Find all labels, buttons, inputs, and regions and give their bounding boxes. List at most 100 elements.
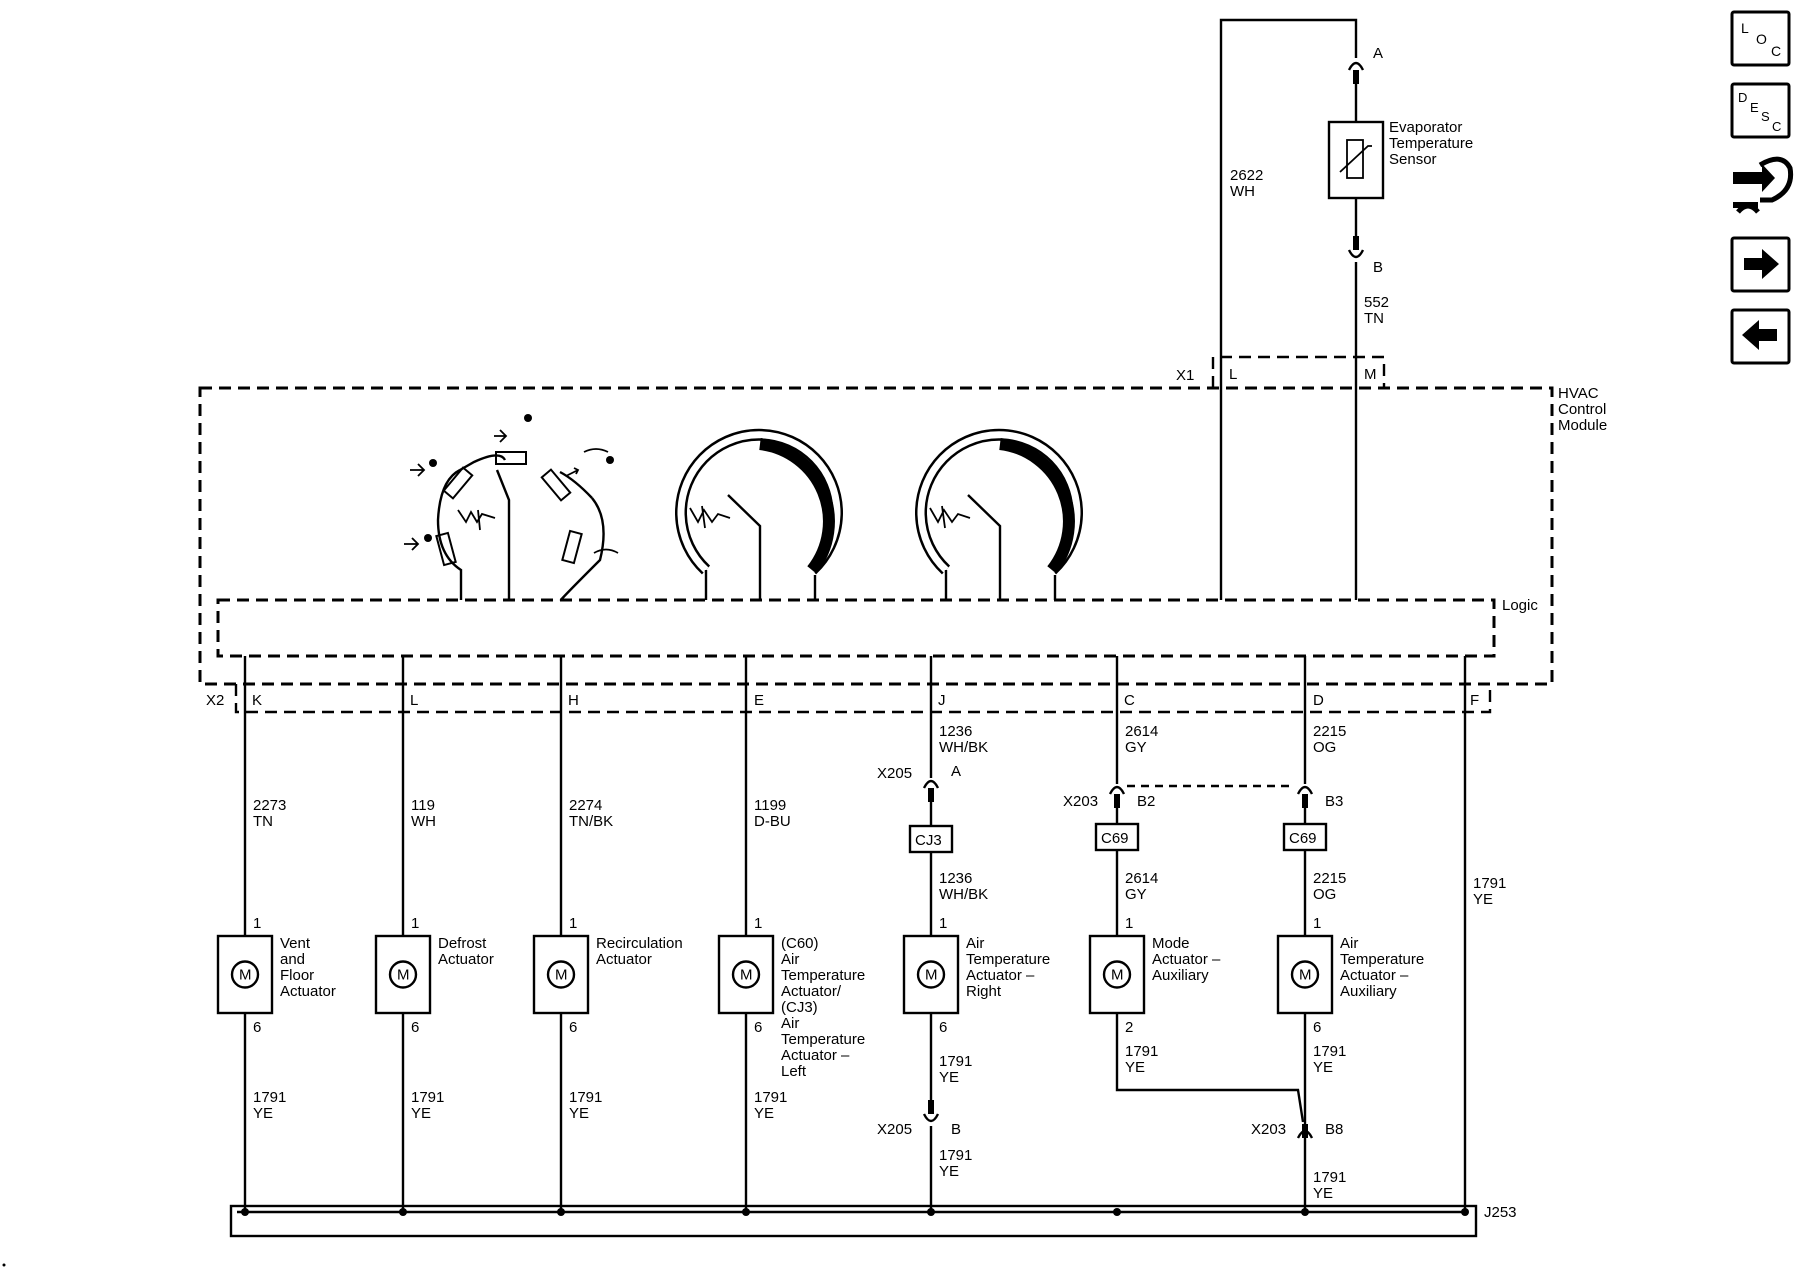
loc-letter-c: C <box>1771 43 1781 59</box>
wire-num-top-4: 1236 <box>939 723 972 740</box>
connector-top-symbol-5 <box>1108 785 1126 795</box>
evaporator-sensor-circuit: A B Evaporator Temperature Sensor 2622 W… <box>1219 18 1473 600</box>
actuator-name-3-line-2: Air <box>781 951 799 968</box>
wire-num-low-6: 1791 <box>1313 1169 1346 1186</box>
temperature-dial-left <box>675 428 843 600</box>
sensor-pin-b: B <box>1373 259 1383 276</box>
wire-num-bot-5: 1791 <box>1125 1043 1158 1060</box>
actuator-name-6-line-2: Temperature <box>1340 951 1424 968</box>
arrow-left-icon <box>1742 320 1777 350</box>
x1-connector-outline <box>1211 355 1386 388</box>
connector-pin-4 <box>928 788 934 802</box>
pin-bot-5: 2 <box>1125 1019 1133 1036</box>
wire-num-mid-4: 1236 <box>939 870 972 887</box>
wire-color-top-5: GY <box>1125 739 1147 756</box>
actuator-name-4-line-2: Temperature <box>966 951 1050 968</box>
actuator-name-5-line-2: Actuator – <box>1152 951 1221 968</box>
actuator-name-0-line-3: Floor <box>280 967 314 984</box>
pin-bot-2: 6 <box>569 1019 577 1036</box>
desc-letter-c: C <box>1772 119 1781 134</box>
vent-airflow-icon <box>494 429 508 443</box>
pin-top-6: 1 <box>1313 915 1321 932</box>
prev-page-button[interactable] <box>1730 308 1791 365</box>
hvac-control-module: X1 L M HVAC Control Module Logic X2 <box>198 355 1607 714</box>
motor-symbol-1: M <box>397 967 410 984</box>
motor-icon <box>546 960 576 989</box>
wire-num-bot-2: 1791 <box>569 1089 602 1106</box>
x2-pin-f: F <box>1470 692 1479 709</box>
motor-symbol-5: M <box>1111 967 1124 984</box>
connector-bot-pin-4 <box>928 1100 934 1114</box>
connector-top-symbol-4 <box>922 779 940 789</box>
pin-top-0: 1 <box>253 915 261 932</box>
wire-color-top-2: TN/BK <box>569 813 613 830</box>
wire-color-bot-2: YE <box>569 1105 589 1122</box>
temperature-dial-right <box>915 428 1083 600</box>
actuator-name-4-line-3: Actuator – <box>966 967 1035 984</box>
wire-color-top-1: WH <box>411 813 436 830</box>
x1-pin-l: L <box>1229 366 1237 383</box>
logic-label: Logic <box>1502 597 1538 614</box>
loc-button[interactable]: L O C <box>1730 10 1791 67</box>
wire-num-top-6: 2215 <box>1313 723 1346 740</box>
wire-color-mid-4: WH/BK <box>939 886 988 903</box>
x1-pin-m: M <box>1364 366 1377 383</box>
sensor-box <box>1327 120 1385 200</box>
connector-pin-6 <box>1302 794 1308 808</box>
actuator-name-0-line-2: and <box>280 951 305 968</box>
actuator-name-1-line-2: Actuator <box>438 951 494 968</box>
connector-bot-symbol-6 <box>1296 1129 1314 1139</box>
conn-label-bot-4: X205 <box>877 1121 912 1138</box>
wire-color-bot-0: YE <box>253 1105 273 1122</box>
wire-bot-5 <box>1115 1013 1305 1123</box>
actuator-name-5-line-3: Auxiliary <box>1152 967 1209 984</box>
wire-2622-num: 2622 <box>1230 167 1263 184</box>
actuator-name-2-line-2: Actuator <box>596 951 652 968</box>
wire-color-bot-5: YE <box>1125 1059 1145 1076</box>
actuator-name-0-line-4: Actuator <box>280 983 336 1000</box>
x2-pin-e: E <box>754 692 764 709</box>
sensor-pin-a: A <box>1373 45 1383 62</box>
actuator-name-3-line-6: Air <box>781 1015 799 1032</box>
wire-num-top-1: 119 <box>411 797 435 814</box>
module-name-line-3: Module <box>1558 417 1607 434</box>
wire-color-top-0: TN <box>253 813 273 830</box>
wire-color-top-3: D-BU <box>754 813 791 830</box>
x2-pin-j: J <box>938 692 946 709</box>
connector-view-button[interactable] <box>1733 156 1794 214</box>
option-label-6: C69 <box>1289 830 1317 847</box>
wire-num-mid-5: 2614 <box>1125 870 1158 887</box>
x1-label: X1 <box>1176 367 1194 384</box>
loc-letter-l: L <box>1741 20 1749 36</box>
actuator-name-0-line-1: Vent <box>280 935 311 952</box>
conn-pin-top-4: A <box>951 763 961 780</box>
actuator-name-3-line-9: Left <box>781 1063 807 1080</box>
module-name-line-2: Control <box>1558 401 1606 418</box>
next-page-button[interactable] <box>1730 236 1791 293</box>
actuator-name-3-line-5: (CJ3) <box>781 999 818 1016</box>
wire-color-bot-1: YE <box>411 1105 431 1122</box>
wire-color-low-6: YE <box>1313 1185 1333 1202</box>
connector-a-symbol <box>1347 61 1365 71</box>
connector-pin-5 <box>1114 794 1120 808</box>
actuator-name-3-line-7: Temperature <box>781 1031 865 1048</box>
wire-2622-color: WH <box>1230 183 1255 200</box>
desc-letter-s: S <box>1761 109 1770 124</box>
wire-color-mid-6: OG <box>1313 886 1336 903</box>
x2-pin-d: D <box>1313 692 1324 709</box>
wire-num-top-5: 2614 <box>1125 723 1158 740</box>
conn-pin-top-5: B2 <box>1137 793 1155 810</box>
conn-pin-bot-4: B <box>951 1121 961 1138</box>
desc-button[interactable]: D E S C <box>1730 82 1791 139</box>
pin-top-1: 1 <box>411 915 419 932</box>
splice-j253: J253 <box>229 1204 1517 1238</box>
module-name-line-1: HVAC <box>1558 385 1599 402</box>
x2-pin-c: C <box>1124 692 1135 709</box>
motor-icon <box>1102 960 1132 989</box>
wire-color-top-6: OG <box>1313 739 1336 756</box>
wire-1791-color-f: YE <box>1473 891 1493 908</box>
connector-top-symbol-6 <box>1296 785 1314 795</box>
actuator-name-3-line-3: Temperature <box>781 967 865 984</box>
